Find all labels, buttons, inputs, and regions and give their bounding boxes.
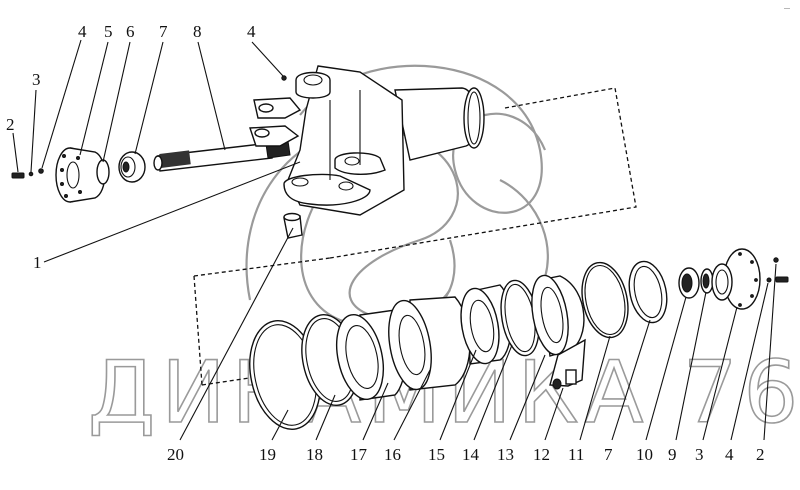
bearing-10 bbox=[678, 267, 700, 299]
spacer-16 bbox=[388, 296, 471, 391]
flange-cap bbox=[711, 248, 761, 310]
bearing-17 bbox=[335, 309, 407, 401]
shaft-8 bbox=[153, 140, 291, 172]
flange-5 bbox=[55, 147, 106, 203]
nut-4-top bbox=[38, 168, 44, 174]
callout-1: 1 bbox=[33, 253, 42, 272]
callout-5: 5 bbox=[104, 22, 113, 41]
seal-ring-7 bbox=[628, 260, 668, 324]
callouts-top: 2 3 4 5 6 7 8 4 bbox=[6, 22, 256, 134]
washer-3-top bbox=[28, 171, 34, 177]
callout-12: 12 bbox=[533, 445, 550, 464]
callout-7-bottom: 7 bbox=[604, 445, 613, 464]
bushing-20 bbox=[283, 212, 303, 239]
callout-4-bottom: 4 bbox=[725, 445, 734, 464]
callout-13: 13 bbox=[497, 445, 514, 464]
callout-4: 4 bbox=[78, 22, 87, 41]
washer-3-bottom bbox=[766, 277, 772, 283]
callouts-bottom: 20 19 18 17 16 15 14 13 12 11 7 10 9 3 4… bbox=[167, 445, 765, 464]
callout-16: 16 bbox=[384, 445, 401, 464]
snap-ring-11 bbox=[581, 261, 629, 339]
callout-3-bottom: 3 bbox=[695, 445, 704, 464]
callout-7: 7 bbox=[159, 22, 168, 41]
bolt-2-top bbox=[11, 172, 25, 179]
seal-6 bbox=[96, 159, 110, 185]
callout-20: 20 bbox=[167, 445, 184, 464]
callout-14: 14 bbox=[462, 445, 480, 464]
callout-3: 3 bbox=[32, 70, 41, 89]
callout-4-housing: 4 bbox=[247, 22, 256, 41]
callout-15: 15 bbox=[428, 445, 445, 464]
bearing-7-top bbox=[118, 151, 146, 183]
callout-6: 6 bbox=[126, 22, 135, 41]
leader-lines bbox=[12, 39, 777, 441]
seal-9 bbox=[700, 268, 714, 294]
bolt-2-bottom bbox=[775, 276, 789, 283]
corner-mark: --- bbox=[784, 6, 790, 12]
collar-13 bbox=[531, 274, 586, 390]
callout-10: 10 bbox=[636, 445, 653, 464]
callout-18: 18 bbox=[306, 445, 323, 464]
callout-19: 19 bbox=[259, 445, 276, 464]
nut-4-housing bbox=[281, 75, 287, 81]
nut-4-bottom bbox=[773, 257, 779, 263]
assembly-guide bbox=[193, 87, 637, 386]
callout-2-bottom: 2 bbox=[756, 445, 765, 464]
housing-1 bbox=[249, 65, 485, 216]
callout-8: 8 bbox=[193, 22, 202, 41]
callout-2: 2 bbox=[6, 115, 15, 134]
callout-17: 17 bbox=[350, 445, 368, 464]
callout-9: 9 bbox=[668, 445, 677, 464]
callout-11: 11 bbox=[568, 445, 584, 464]
